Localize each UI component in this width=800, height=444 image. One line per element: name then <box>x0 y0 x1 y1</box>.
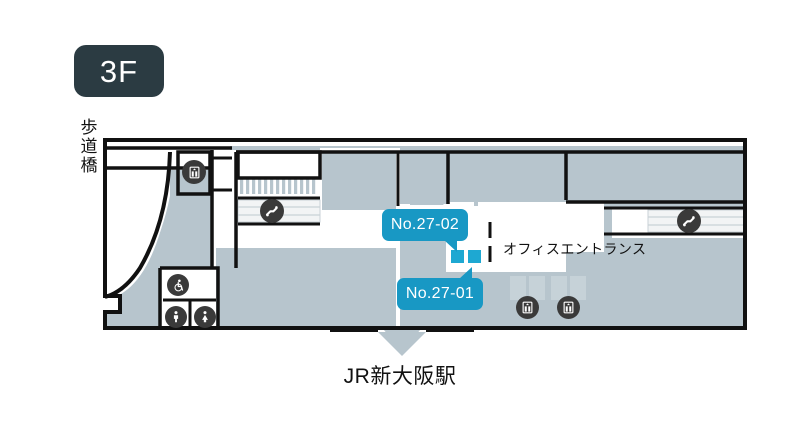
shop-unit-27-01[interactable] <box>468 250 481 263</box>
escalator-icon[interactable] <box>260 199 284 223</box>
office-entrance-label: オフィスエントランス <box>503 241 647 257</box>
elevator-lobby-slots <box>510 276 586 300</box>
pedestrian-bridge-label-char-2: 道 <box>80 137 98 157</box>
shop-label-no-27-02[interactable]: No.27-02 <box>382 209 468 252</box>
womens-restroom-icon[interactable] <box>194 306 216 328</box>
shop-label-no-27-02-text: No.27-02 <box>390 216 460 233</box>
pedestrian-bridge-label: 歩 道 橋 <box>78 118 100 175</box>
pedestrian-bridge-label-char-1: 歩 <box>80 118 98 137</box>
callout-tail-icon <box>459 267 472 279</box>
shop-unit-27-02[interactable] <box>451 250 464 263</box>
station-direction-arrow <box>330 326 474 356</box>
elevator-icon[interactable] <box>557 296 580 319</box>
stairs-west <box>240 178 318 194</box>
floor-badge-label: 3F <box>99 53 139 89</box>
mens-restroom-icon[interactable] <box>165 306 187 328</box>
gray-blocks <box>216 148 746 328</box>
pedestrian-bridge-label-char-3: 橋 <box>80 156 98 176</box>
floor-badge[interactable]: 3F <box>74 45 164 97</box>
shop-label-no-27-01-text: No.27-01 <box>405 285 475 302</box>
shop-label-no-27-01[interactable]: No.27-01 <box>397 267 483 310</box>
walls <box>103 138 747 330</box>
station-label: JR新大阪駅 <box>343 365 457 388</box>
wheelchair-icon[interactable] <box>167 274 189 296</box>
callout-tail-icon <box>444 240 457 252</box>
elevator-icon[interactable] <box>516 296 539 319</box>
escalator-icon[interactable] <box>677 209 701 233</box>
elevator-icon[interactable] <box>182 160 206 184</box>
